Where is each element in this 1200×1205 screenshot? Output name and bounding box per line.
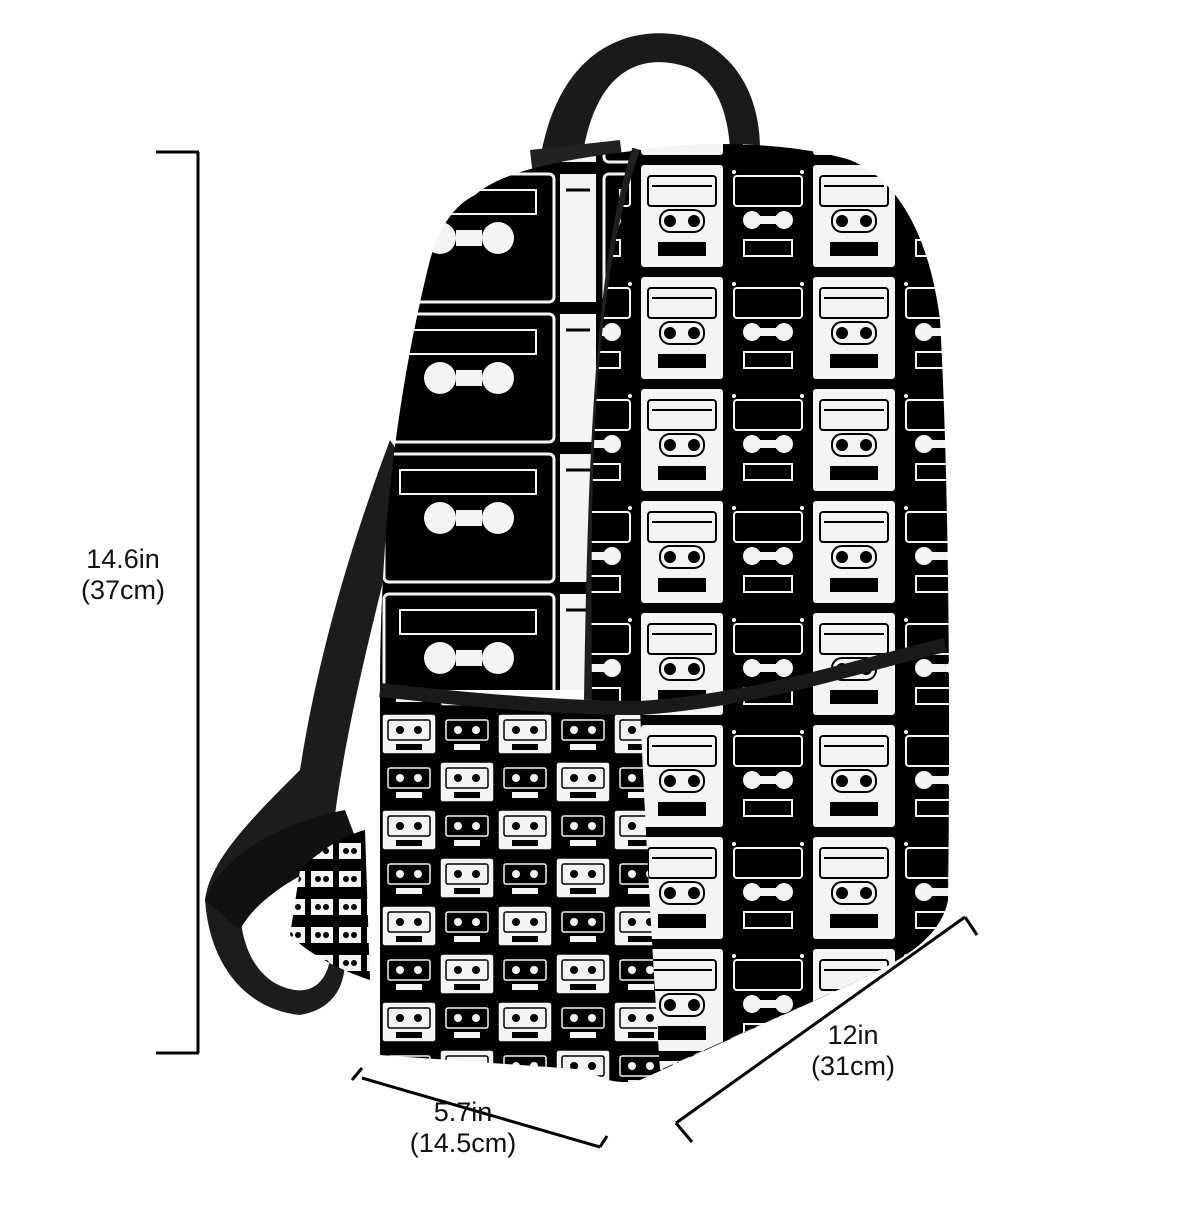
dimension-lines: [156, 150, 979, 1149]
depth-line: [361, 1076, 601, 1149]
side-panel: [380, 150, 640, 690]
top-handle: [540, 33, 760, 176]
height-label: 14.6in (37cm): [58, 544, 188, 606]
pocket-front-face: [640, 645, 948, 1070]
back-strap: [290, 830, 370, 980]
height-metric: (37cm): [80, 575, 165, 605]
width-label: 12in (31cm): [788, 1020, 918, 1082]
height-imperial: 14.6in: [86, 544, 160, 574]
width-imperial: 12in: [827, 1020, 879, 1050]
width-metric: (31cm): [810, 1051, 895, 1081]
width-line: [675, 915, 966, 1125]
depth-label: 5.7in (14.5cm): [388, 1097, 538, 1159]
pocket-binding: [379, 638, 947, 716]
depth-imperial: 5.7in: [433, 1097, 493, 1127]
strap-webbing: [205, 810, 360, 930]
depth-metric: (14.5cm): [409, 1128, 517, 1158]
